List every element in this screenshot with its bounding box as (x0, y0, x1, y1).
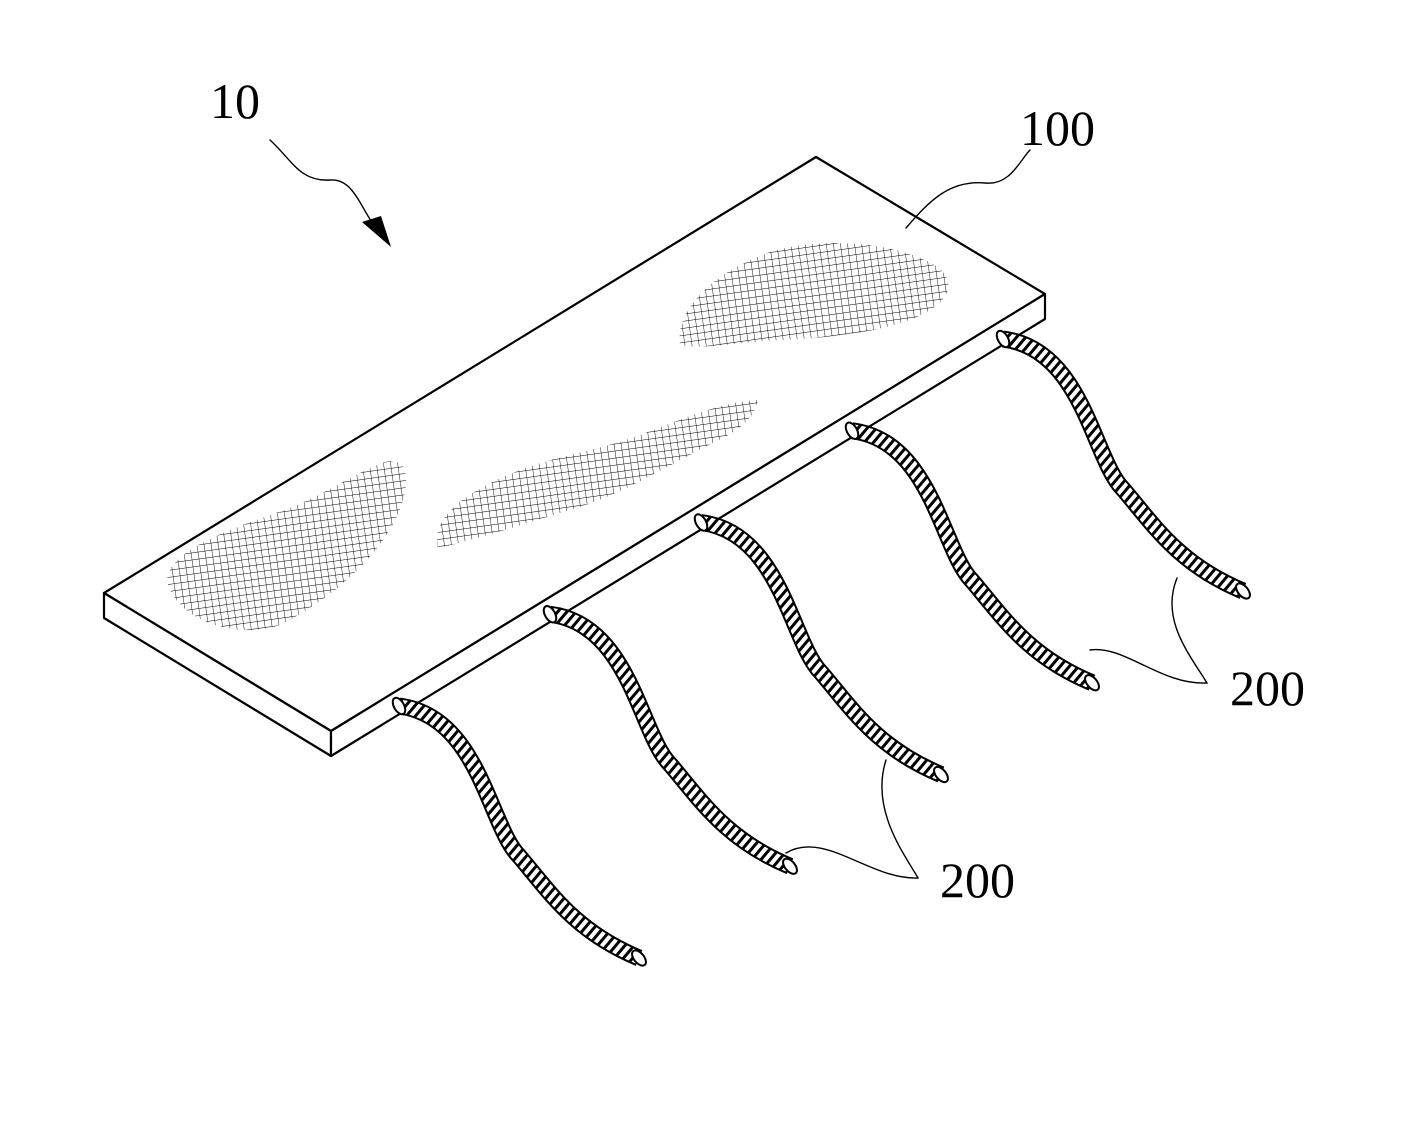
cable-outline (699, 514, 945, 783)
cable-end-start (542, 605, 558, 624)
arrow-head-icon (362, 216, 391, 247)
cable-end-tip (782, 857, 798, 875)
label-cables-right: 200 (1230, 660, 1305, 716)
cable-stripes (699, 516, 944, 781)
cable-end-tip (1084, 674, 1100, 692)
cable-end-tip (1235, 582, 1251, 600)
cable-end-tip (631, 949, 647, 967)
substrate-leader (905, 149, 1031, 229)
label-cables-left: 200 (940, 852, 1015, 908)
leader-lines (269, 139, 1208, 879)
cables (391, 329, 1251, 967)
cables-right-leader-b (1171, 577, 1208, 684)
plate-side-face (329, 292, 1047, 758)
plate-top-face (102, 155, 1047, 733)
cable (995, 329, 1251, 600)
cable-end-tip (933, 765, 949, 784)
cables-left-leader-b (881, 759, 919, 879)
cables-right-leader-a (1089, 648, 1208, 684)
cables-left-leader-a (785, 846, 919, 879)
cable-end-start (391, 696, 407, 716)
mesh-region-left (167, 461, 407, 631)
cable-stripes (850, 424, 1095, 689)
cable-outline (850, 422, 1096, 691)
cable (391, 696, 647, 967)
cable-end-start (693, 513, 709, 532)
mesh-region-right (679, 242, 949, 347)
cable-outline (548, 605, 794, 875)
cable-end-start (844, 421, 860, 440)
cable-stripes (397, 699, 642, 965)
mesh-regions (167, 242, 949, 631)
cable-stripes (1001, 332, 1246, 598)
cable-outline (1001, 330, 1247, 599)
cable (542, 605, 798, 875)
device-leader-arrow (269, 139, 385, 241)
cable (844, 421, 1100, 692)
cable (693, 513, 949, 784)
cable-stripes (548, 607, 793, 873)
mesh-region-middle (436, 400, 758, 548)
cable-outline (397, 697, 643, 966)
cable-end-start (995, 329, 1011, 349)
reference-labels: 10 100 200 200 (210, 73, 1305, 908)
label-substrate: 100 (1020, 100, 1095, 156)
label-device: 10 (210, 73, 260, 129)
